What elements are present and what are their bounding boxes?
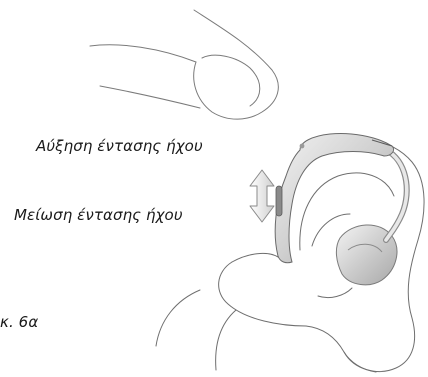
volume-down-label: Μείωση έντασης ήχου xyxy=(14,206,183,224)
finger-icon xyxy=(90,10,278,119)
volume-up-label: Αύξηση έντασης ήχου xyxy=(36,137,203,155)
figure-caption: κ. 6α xyxy=(0,313,38,331)
double-arrow-icon xyxy=(250,170,274,222)
